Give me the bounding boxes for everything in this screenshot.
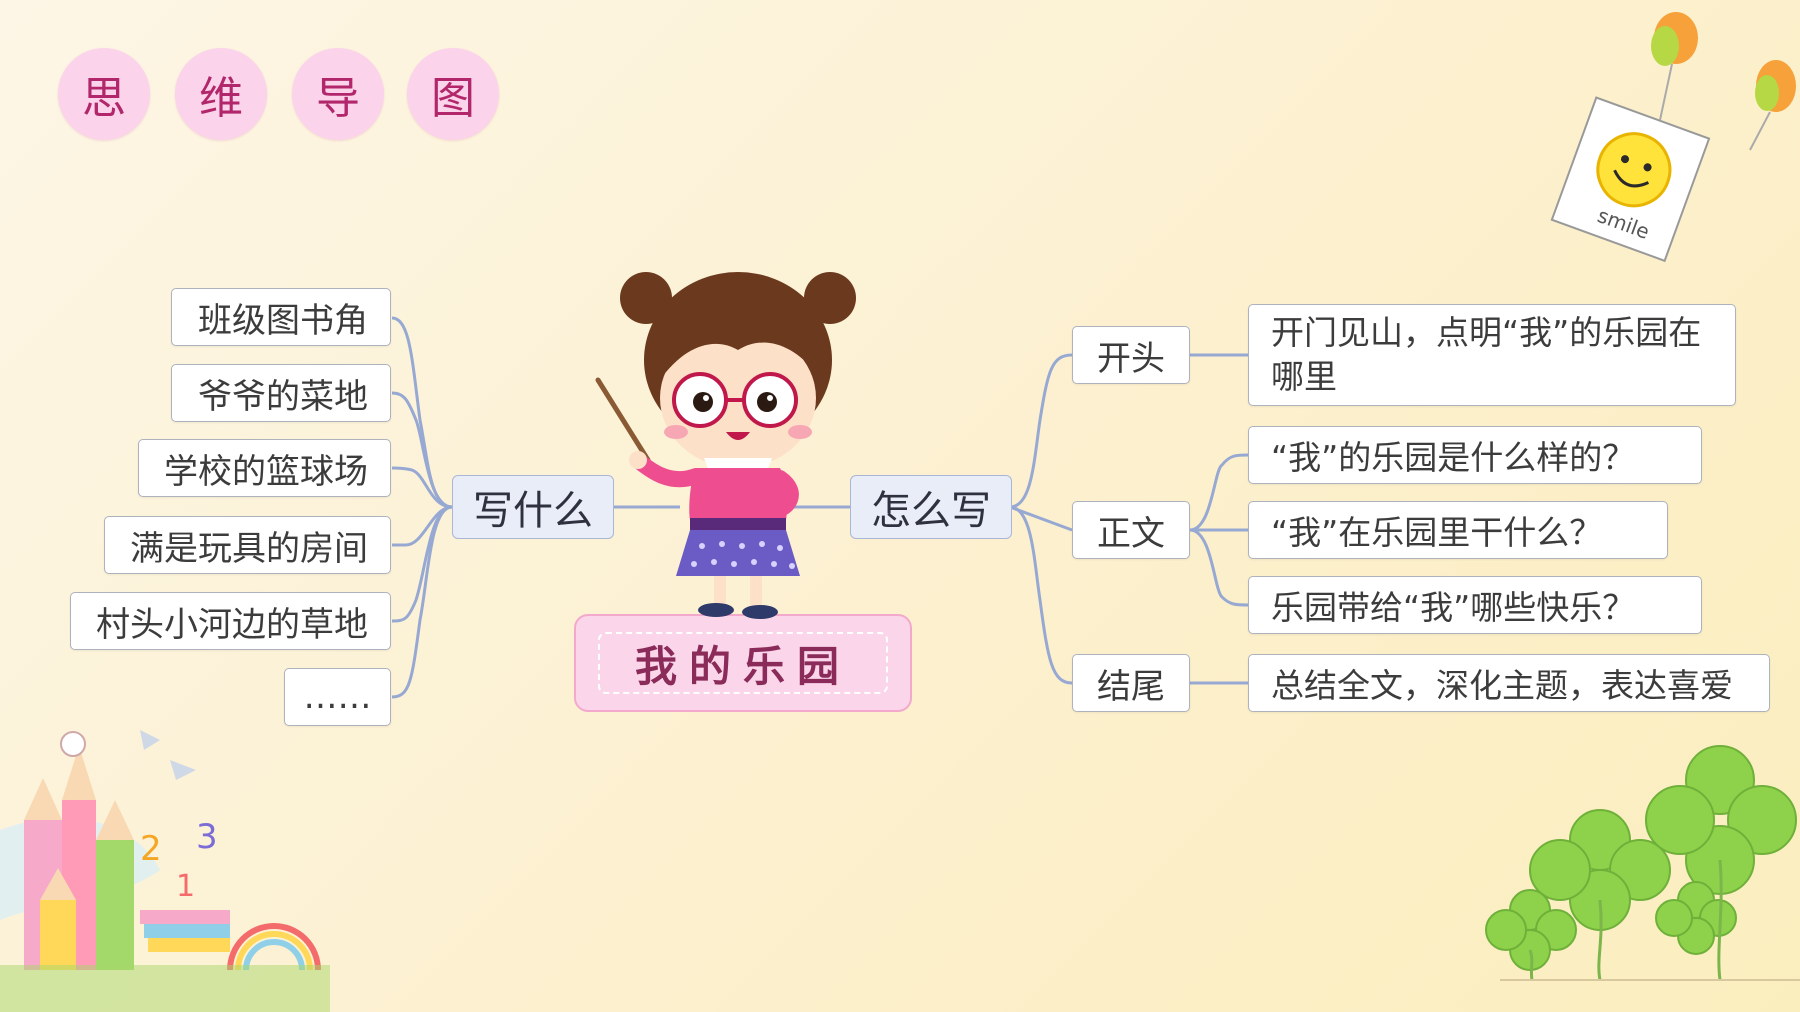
central-topic-label: 我的乐园 <box>598 632 888 694</box>
left-item-3: 学校的篮球场 <box>138 439 391 497</box>
svg-text:1: 1 <box>176 869 195 904</box>
left-item-1: 班级图书角 <box>171 288 391 346</box>
detail-opening: 开门见山，点明“我”的乐园在哪里 <box>1248 304 1736 406</box>
branch-how-to-write[interactable]: 怎么写 <box>850 475 1012 539</box>
section-ending: 结尾 <box>1072 654 1190 712</box>
left-item-6: …… <box>284 668 391 726</box>
left-item-5: 村头小河边的草地 <box>70 592 391 650</box>
detail-body-3: 乐园带给“我”哪些快乐？ <box>1248 576 1702 634</box>
section-body: 正文 <box>1072 501 1190 559</box>
header-char-1: 思 <box>58 48 150 140</box>
central-topic[interactable]: 我的乐园 <box>574 614 912 712</box>
section-opening: 开头 <box>1072 326 1190 384</box>
header-char-4: 图 <box>407 48 499 140</box>
left-item-2: 爷爷的菜地 <box>171 364 391 422</box>
left-item-4: 满是玩具的房间 <box>104 516 391 574</box>
svg-text:3: 3 <box>196 817 218 857</box>
header-char-3: 导 <box>292 48 384 140</box>
detail-body-1: “我”的乐园是什么样的？ <box>1248 426 1702 484</box>
detail-body-2: “我”在乐园里干什么？ <box>1248 501 1668 559</box>
svg-text:2: 2 <box>140 829 162 869</box>
header-char-2: 维 <box>175 48 267 140</box>
detail-ending: 总结全文，深化主题，表达喜爱 <box>1248 654 1770 712</box>
branch-what-to-write[interactable]: 写什么 <box>452 475 614 539</box>
